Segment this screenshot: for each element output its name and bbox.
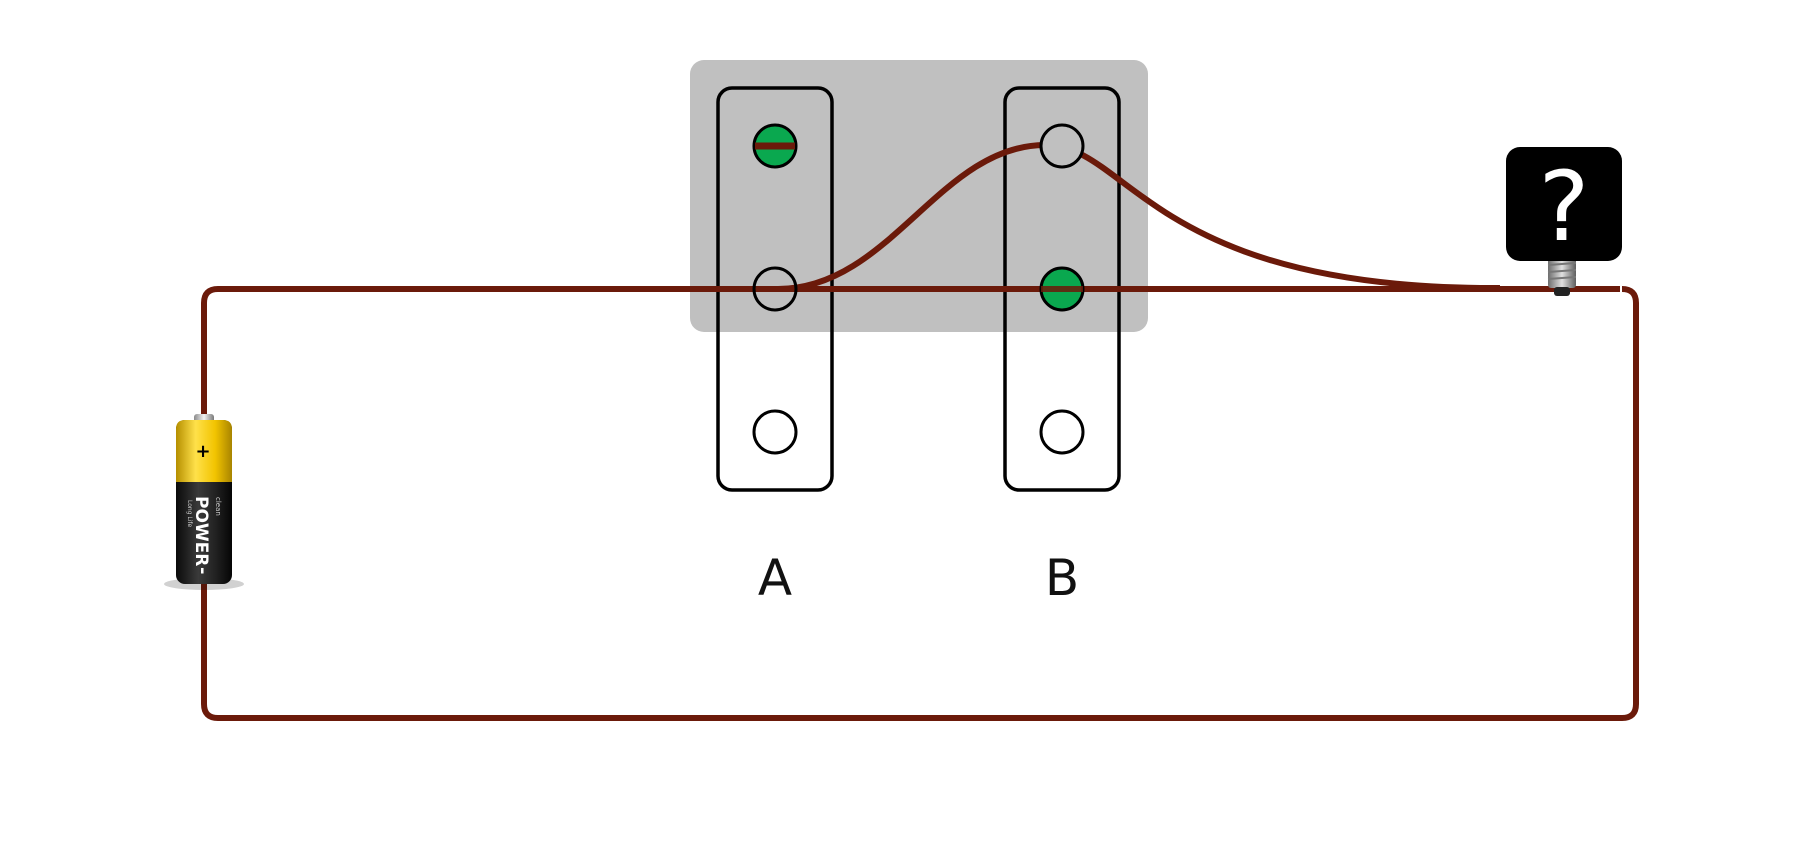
battery-minus-sign: - (192, 567, 213, 574)
terminal-b-bottom[interactable] (1039, 409, 1085, 455)
terminal-b-top[interactable] (1039, 123, 1085, 169)
strip-label-a: A (758, 549, 792, 607)
switch-panel (690, 60, 1148, 332)
battery-brand: POWER (191, 496, 211, 566)
terminal-a-middle[interactable] (752, 266, 798, 312)
bulb-screw-base (1547, 258, 1577, 296)
bulb-question-mark: ? (1539, 151, 1590, 263)
strip-label-b: B (1045, 549, 1079, 607)
battery-brand-small: clean (214, 497, 222, 516)
bulb-box (1506, 147, 1622, 261)
unknown-bulb-icon[interactable]: ? (1506, 147, 1622, 296)
battery-top-band (176, 420, 232, 482)
battery-subtitle: Long Life (186, 500, 193, 528)
battery-plus-sign: + (195, 441, 210, 462)
battery-icon[interactable]: + clean POWER Long Life - (164, 414, 244, 590)
circuit-wire-loop (201, 286, 1639, 721)
terminal-a-bottom[interactable] (752, 409, 798, 455)
